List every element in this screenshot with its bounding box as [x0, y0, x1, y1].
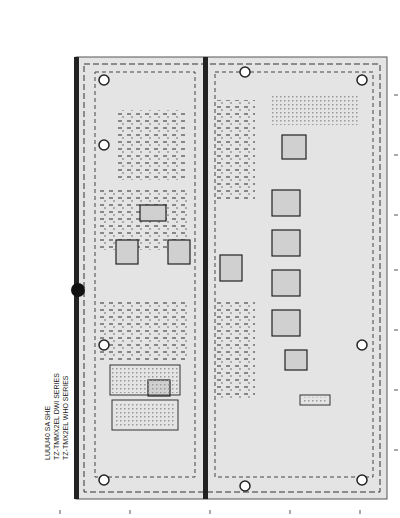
title-note: TZ-TMMX2EL DWI SERIES: [53, 373, 61, 460]
title-note: LUUU40 SA SHE: [44, 406, 52, 460]
title-note: TZ-TMX2EL WHO SERIES: [62, 375, 70, 460]
